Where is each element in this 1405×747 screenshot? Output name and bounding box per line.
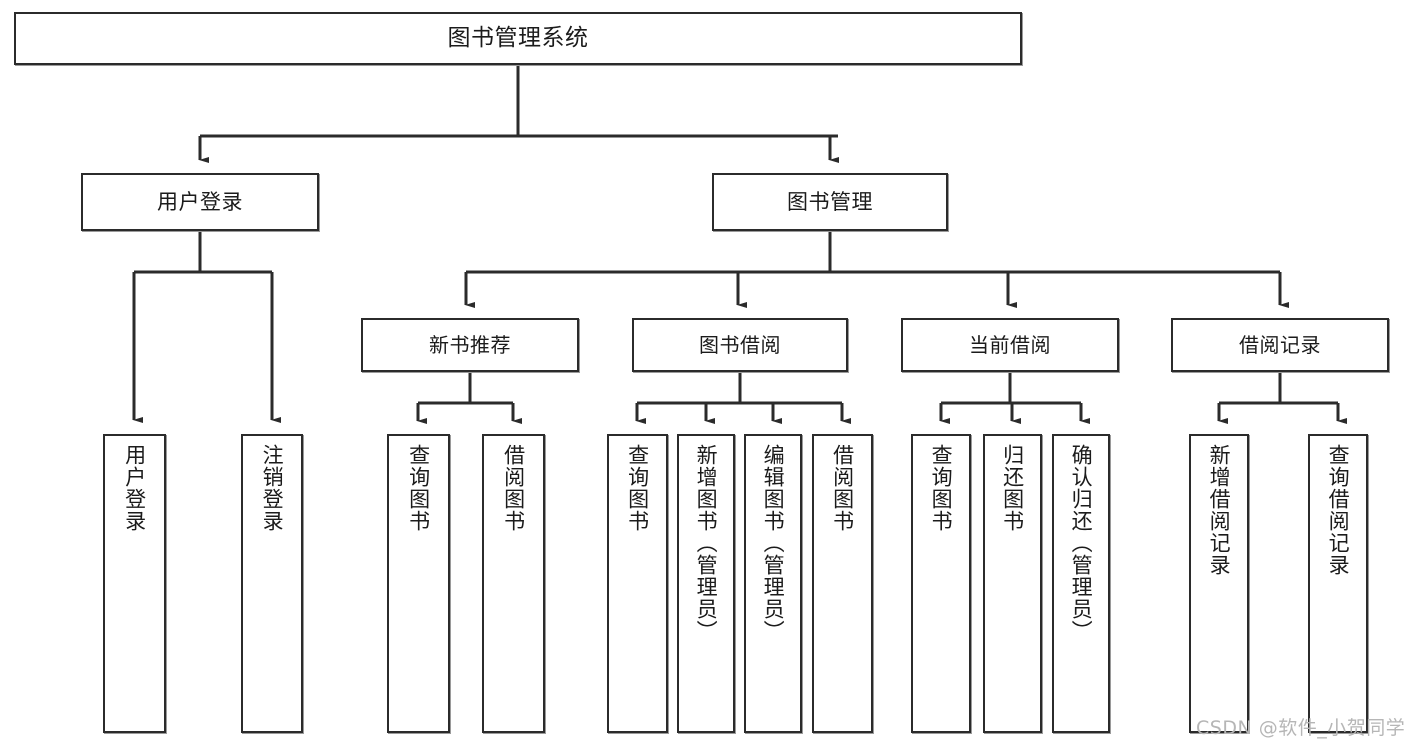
- node-new-book-recommend[interactable]: 新书推荐: [361, 318, 579, 372]
- node-confirm-return-admin-label: 确认归还（管理员）: [1069, 444, 1094, 642]
- node-borrow-book-recommend-label: 借阅图书: [501, 444, 526, 532]
- node-return-book[interactable]: 归还图书: [983, 434, 1042, 733]
- node-confirm-return-admin[interactable]: 确认归还（管理员）: [1052, 434, 1110, 733]
- node-current-borrow[interactable]: 当前借阅: [901, 318, 1119, 372]
- node-book-manage-label: 图书管理: [787, 189, 873, 214]
- node-return-book-label: 归还图书: [1000, 444, 1025, 532]
- node-borrow-record[interactable]: 借阅记录: [1171, 318, 1389, 372]
- node-query-borrow-record[interactable]: 查询借阅记录: [1308, 434, 1368, 733]
- node-edit-book-admin-label: 编辑图书（管理员）: [761, 444, 786, 642]
- node-root-label: 图书管理系统: [447, 25, 589, 52]
- node-add-book-admin-label: 新增图书（管理员）: [694, 444, 719, 642]
- node-current-borrow-label: 当前借阅: [969, 332, 1051, 357]
- node-user-login-label: 用户登录: [157, 189, 243, 214]
- node-user-login-leaf-label: 用户登录: [122, 444, 147, 532]
- node-add-borrow-record[interactable]: 新增借阅记录: [1189, 434, 1249, 733]
- node-add-borrow-record-label: 新增借阅记录: [1207, 444, 1232, 576]
- node-user-login[interactable]: 用户登录: [81, 173, 319, 231]
- node-book-borrow-label: 图书借阅: [699, 332, 781, 357]
- node-book-borrow[interactable]: 图书借阅: [632, 318, 848, 372]
- node-query-book-current-label: 查询图书: [929, 444, 954, 532]
- node-query-book-current[interactable]: 查询图书: [911, 434, 971, 733]
- node-root[interactable]: 图书管理系统: [14, 12, 1022, 65]
- node-query-book-recommend[interactable]: 查询图书: [387, 434, 450, 733]
- node-query-book-recommend-label: 查询图书: [406, 444, 431, 532]
- node-borrow-record-label: 借阅记录: [1239, 332, 1321, 357]
- node-new-book-recommend-label: 新书推荐: [429, 332, 511, 357]
- node-query-book-borrow[interactable]: 查询图书: [607, 434, 668, 733]
- csdn-watermark: CSDN @软件_小贺同学: [1196, 717, 1405, 739]
- node-borrow-book-borrow-label: 借阅图书: [830, 444, 855, 532]
- node-user-login-leaf[interactable]: 用户登录: [103, 434, 166, 733]
- node-query-borrow-record-label: 查询借阅记录: [1326, 444, 1351, 576]
- node-add-book-admin[interactable]: 新增图书（管理员）: [677, 434, 735, 733]
- node-book-manage[interactable]: 图书管理: [712, 173, 948, 231]
- node-user-logout-leaf[interactable]: 注销登录: [241, 434, 303, 733]
- node-borrow-book-borrow[interactable]: 借阅图书: [812, 434, 873, 733]
- node-borrow-book-recommend[interactable]: 借阅图书: [482, 434, 545, 733]
- node-query-book-borrow-label: 查询图书: [625, 444, 650, 532]
- node-edit-book-admin[interactable]: 编辑图书（管理员）: [744, 434, 802, 733]
- node-user-logout-leaf-label: 注销登录: [260, 444, 285, 532]
